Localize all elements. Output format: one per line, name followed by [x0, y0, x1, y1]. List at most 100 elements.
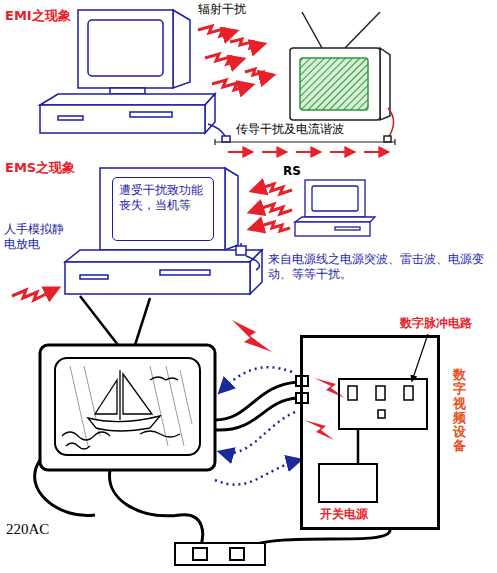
coupling-arrows: [215, 460, 300, 485]
power-cables: [35, 382, 390, 548]
rs-computer: [295, 222, 370, 236]
power-line: [215, 141, 395, 142]
power-line: [214, 139, 215, 145]
conducted-arrows: [330, 151, 354, 153]
circuit-outlets: [378, 410, 385, 418]
section-title: EMS之现象: [5, 160, 75, 176]
lightning-bolts: [232, 320, 272, 352]
tv-antenna: [80, 296, 118, 345]
lightning-bolts: [232, 320, 345, 440]
radiated-zigzags: [245, 69, 273, 78]
emi-computer: [205, 94, 215, 133]
rs-label: RS: [283, 164, 301, 179]
power-cables: [215, 398, 298, 430]
rs-zigzags: [250, 204, 292, 214]
note: 来自电源线之电源突波、雷击波、电源变动、等等干扰。: [268, 252, 490, 282]
ems-computer: [160, 270, 210, 275]
ems-computer: [246, 256, 260, 270]
ems-computer: [100, 168, 225, 250]
lightning-bolts: [314, 378, 345, 398]
emi-tv: [300, 58, 368, 110]
circuit-box: 数字脉冲电路: [338, 378, 428, 430]
tv-antenna: [135, 298, 150, 345]
emi-computer: [40, 94, 215, 105]
esd-zigzag: [12, 288, 58, 300]
sailboat: [62, 432, 110, 440]
radiated-zigzags: [230, 39, 264, 48]
conducted-arrows: [228, 151, 388, 153]
conducted-arrows: [296, 151, 320, 153]
power-cables: [245, 530, 390, 548]
emi-computer: [222, 136, 230, 142]
rs-computer: [305, 180, 365, 217]
wire-connector: [357, 430, 360, 463]
emi-computer: [130, 112, 172, 117]
ems-computer: [236, 246, 246, 255]
node-label: 数字脉冲电路: [400, 316, 472, 331]
node-label: 数字视频设备: [453, 368, 466, 454]
ems-computer: [80, 275, 108, 279]
power-line: [394, 139, 395, 145]
emi-computer: [40, 105, 205, 133]
emi-computer: [208, 124, 226, 137]
power-supply-box: 开关电源: [318, 463, 378, 503]
leader-line: [412, 334, 428, 381]
rs-zigzags: [250, 184, 292, 231]
sailboat: [95, 380, 117, 414]
node-label: 遭受干扰致功能丧失，当机等: [113, 178, 213, 218]
sailboat: [66, 443, 90, 449]
emi-computer: [110, 88, 145, 94]
radiated-zigzags: [198, 26, 273, 90]
rs-computer: [335, 227, 360, 230]
coupling-arrows: [215, 367, 300, 484]
node-label: 开关电源: [320, 507, 368, 522]
ems-computer: [225, 168, 238, 250]
rs-computer: [295, 217, 375, 222]
device-box: 数字视频设备数字脉冲电路开关电源: [300, 335, 440, 530]
sailboat: [88, 416, 160, 431]
rs-computer: [312, 186, 358, 211]
emi-tv: [384, 136, 391, 142]
conducted-arrows: [228, 151, 252, 153]
emi-computer: [88, 20, 163, 76]
emi-tv: [290, 48, 380, 120]
tv-glare: [70, 366, 88, 446]
ems-computer: [250, 250, 262, 294]
tv-set: [40, 345, 215, 470]
esd-label: 人手模拟静电放电: [4, 222, 68, 252]
section-title: EMI之现象: [5, 8, 71, 24]
ems-computer: [65, 250, 262, 262]
emi-tv: [345, 12, 380, 48]
power-cables: [35, 460, 95, 516]
power-line: [215, 139, 395, 145]
tv-antenna: [80, 296, 150, 345]
power-strip: [175, 543, 265, 565]
circuit-outlets: [348, 386, 413, 418]
power-strip: [175, 543, 265, 565]
tv-glare: [70, 366, 192, 446]
sailboat: [140, 431, 180, 437]
voltage-label: 220AC: [6, 520, 49, 539]
sailboat: [119, 370, 120, 420]
emi-tv: [302, 12, 322, 48]
screen-box: 遭受干扰致功能丧失，当机等: [112, 177, 214, 241]
rs-computer: [295, 180, 375, 236]
circuit-outlets: [404, 386, 413, 400]
sailboat: [62, 370, 180, 449]
circuit-outlets: [348, 386, 357, 400]
radiated-zigzags: [198, 26, 236, 36]
radiated-zigzags: [205, 54, 243, 64]
esd-zigzag: [12, 288, 58, 300]
rs-zigzags: [250, 222, 290, 231]
power-strip: [230, 548, 244, 560]
tv-glare: [180, 370, 192, 424]
emi-tv: [388, 108, 393, 138]
coupling-arrows: [220, 412, 295, 453]
lightning-bolts: [304, 420, 334, 440]
emi-computer: [173, 10, 190, 88]
leader-line: [412, 334, 428, 381]
conducted-arrows: [262, 151, 286, 153]
